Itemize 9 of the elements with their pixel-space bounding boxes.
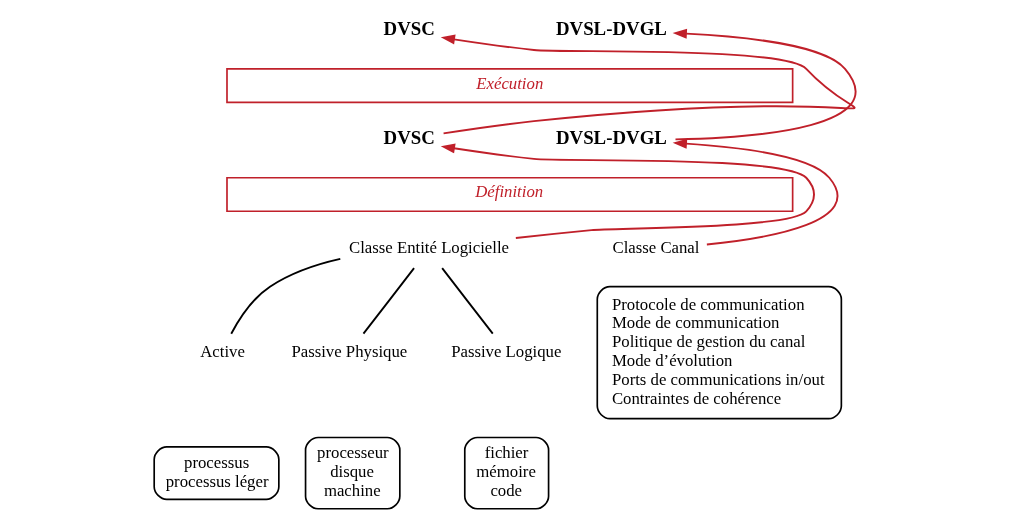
- node-text: DVSC: [383, 126, 435, 148]
- node-text: Passive Logique: [451, 341, 562, 361]
- node-text: Classe Canal: [612, 237, 700, 257]
- node-text: Classe Entité Logicielle: [349, 237, 510, 257]
- node-text: DVSC: [383, 17, 435, 39]
- node-text: Active: [200, 341, 245, 361]
- node-text: DVSL-DVGL: [555, 17, 667, 39]
- node-text: Passive Physique: [291, 341, 408, 361]
- node-text: DVSL-DVGL: [555, 126, 667, 148]
